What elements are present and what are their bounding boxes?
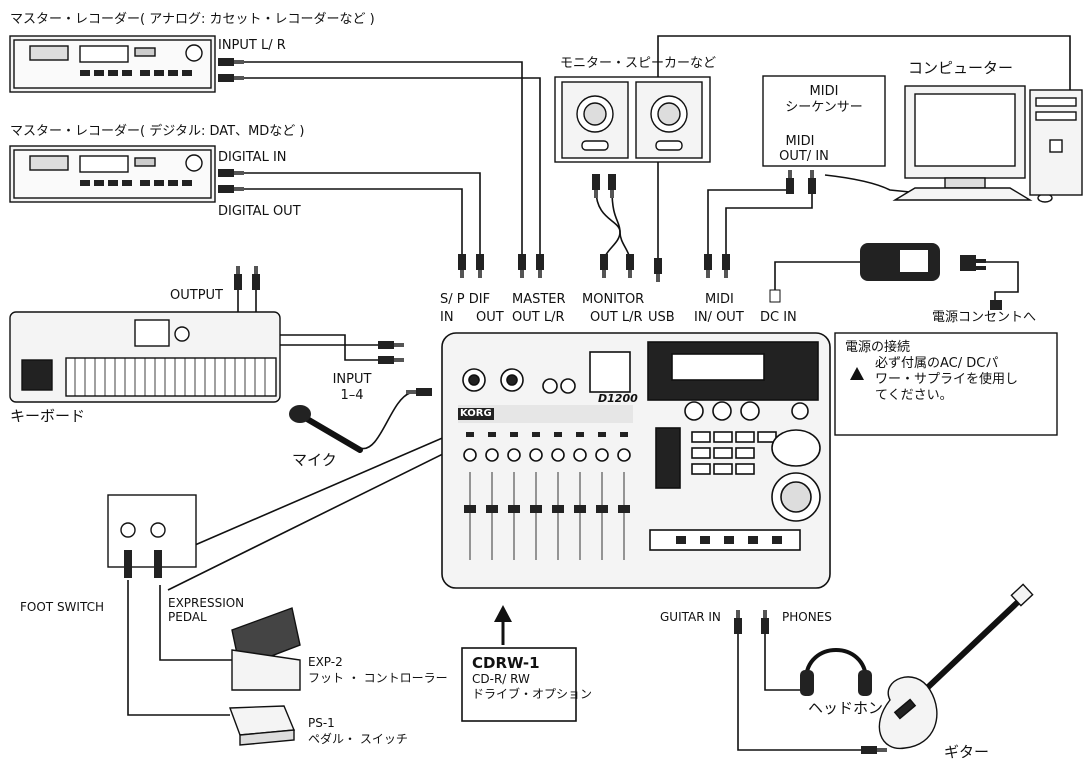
label-output: OUTPUT: [170, 288, 223, 303]
keyboard-synth: [9, 311, 281, 403]
cable-monitor: [595, 189, 621, 263]
label-midi-seq-3: MIDI: [785, 134, 815, 149]
cable-digital-in: [236, 172, 481, 262]
label-analog-master: マスター・レコーダー( アナログ: カセット・レコーダーなど ): [10, 12, 375, 27]
microphone: [289, 405, 363, 453]
foot-switch-panel: [107, 494, 197, 578]
computer: [892, 85, 1083, 203]
cable-guitar: [737, 630, 870, 751]
warning-triangle-icon: [850, 367, 864, 380]
label-spdif-out: OUT: [476, 310, 504, 325]
electric-guitar: [878, 583, 1034, 750]
power-note-line3: てください。: [875, 388, 953, 403]
label-dc-in: DC IN: [760, 310, 797, 325]
label-exp2-2: フット ・ コントローラー: [308, 671, 448, 685]
label-monitor-out: OUT L/R: [590, 310, 643, 325]
digital-master-recorder: [9, 145, 216, 203]
label-monitor-speakers: モニター・スピーカーなど: [560, 56, 717, 71]
label-input-14-1: INPUT: [332, 372, 372, 387]
label-power-outlet: 電源コンセントへ: [932, 310, 1037, 325]
cdrw-arrow: [494, 605, 512, 645]
device-model-label: D1200: [598, 392, 638, 405]
exp2-pedal: [231, 607, 301, 691]
label-master: MASTER: [512, 292, 566, 307]
label-spdif-in: IN: [440, 310, 454, 325]
ps1-pedal: [229, 705, 296, 746]
cable-phones: [764, 630, 805, 691]
label-ps1-2: ペダル・ スイッチ: [308, 732, 408, 746]
label-digital-out: DIGITAL OUT: [218, 204, 301, 219]
label-expression-1: EXPRESSION: [168, 596, 245, 610]
label-usb: USB: [648, 310, 675, 325]
label-input-14-2: 1–4: [340, 388, 364, 403]
label-midi-inout: IN/ OUT: [694, 310, 744, 325]
d1200-recorder: [441, 332, 831, 589]
label-master-out: OUT L/R: [512, 310, 565, 325]
power-note-title: 電源の接続: [845, 340, 911, 355]
cable-midi-a: [707, 172, 791, 262]
label-midi-seq-2: シーケンサー: [785, 100, 863, 115]
monitor-speakers: [554, 76, 711, 163]
label-foot-switch: FOOT SWITCH: [20, 600, 104, 614]
cdrw-title: CDRW-1: [472, 654, 540, 672]
label-input-lr: INPUT L/ R: [218, 38, 286, 53]
power-note: 電源の接続 必ず付属のAC/ DCパ ワー・サプライを使用し てください。: [845, 340, 1018, 404]
cdrw-line1: CD-R/ RW: [472, 672, 530, 686]
label-mic: マイク: [292, 451, 337, 469]
ac-adaptor: [769, 243, 1002, 310]
label-guitar-in: GUITAR IN: [660, 610, 721, 624]
headphones: [800, 648, 872, 696]
cable-digital-out: [236, 188, 463, 262]
label-guitar: ギター: [944, 743, 990, 761]
label-midi-seq-1: MIDI: [809, 84, 839, 99]
label-digital-master: マスター・レコーダー( デジタル: DAT、MDなど ): [10, 124, 305, 139]
label-headphones: ヘッドホン: [808, 699, 884, 717]
label-expression-2: PEDAL: [168, 610, 207, 624]
label-ps1-1: PS-1: [308, 716, 335, 730]
label-midi-seq-4: OUT/ IN: [779, 149, 829, 164]
label-keyboard: キーボード: [10, 407, 86, 425]
label-digital-in: DIGITAL IN: [218, 150, 287, 165]
cable-master-r: [236, 77, 541, 262]
label-midi: MIDI: [705, 292, 734, 307]
label-phones: PHONES: [782, 610, 832, 624]
cable-master-l: [236, 61, 523, 262]
label-spdif: S/ P DIF: [440, 292, 491, 307]
label-monitor: MONITOR: [582, 292, 645, 307]
analog-master-recorder: [9, 35, 216, 93]
cable-mic: [359, 392, 411, 450]
device-brand-logo: KORG: [460, 408, 492, 419]
cdrw-text: CDRW-1 CD-R/ RW ドライブ・オプション: [472, 654, 592, 702]
cable-midi-b: [725, 172, 813, 262]
power-note-line1: 必ず付属のAC/ DCパ: [875, 356, 999, 371]
midi-sequencer-box: [762, 75, 886, 167]
cdrw-line2: ドライブ・オプション: [472, 687, 593, 701]
label-exp2-1: EXP-2: [308, 655, 343, 669]
cable-dc: [774, 261, 860, 290]
power-note-line2: ワー・サプライを使用し: [875, 372, 1019, 387]
label-computer: コンピューター: [908, 59, 1014, 77]
power-note-box: [834, 332, 1058, 436]
cdrw-box: [461, 647, 577, 722]
